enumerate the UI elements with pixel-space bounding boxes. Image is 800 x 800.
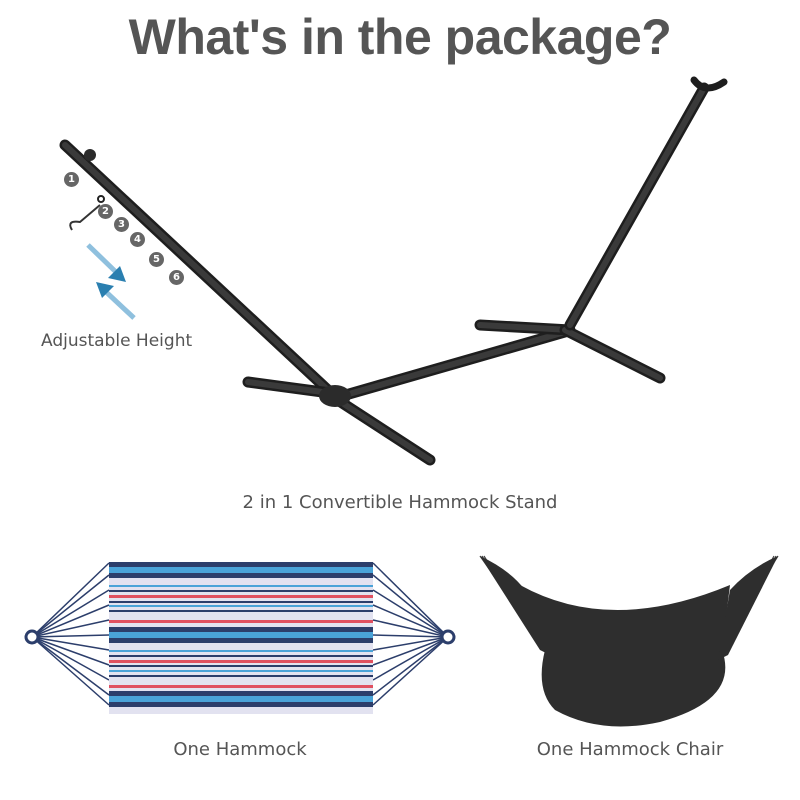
hammock-chair-illustration [479, 555, 779, 727]
height-position-4: 4 [130, 232, 145, 247]
adjustable-height-label: Adjustable Height [41, 331, 193, 351]
height-position-3: 3 [114, 217, 129, 232]
hammock-chair-label: One Hammock Chair [536, 739, 724, 760]
hammock-illustration [24, 562, 456, 714]
page-title: What's in the package? [128, 9, 672, 65]
height-position-2: 2 [98, 204, 113, 219]
height-position-6: 6 [169, 270, 184, 285]
height-position-1: 1 [64, 172, 79, 187]
height-position-5: 5 [149, 252, 164, 267]
stand-label: 2 in 1 Convertible Hammock Stand [242, 492, 558, 513]
hammock-label: One Hammock [173, 739, 307, 760]
